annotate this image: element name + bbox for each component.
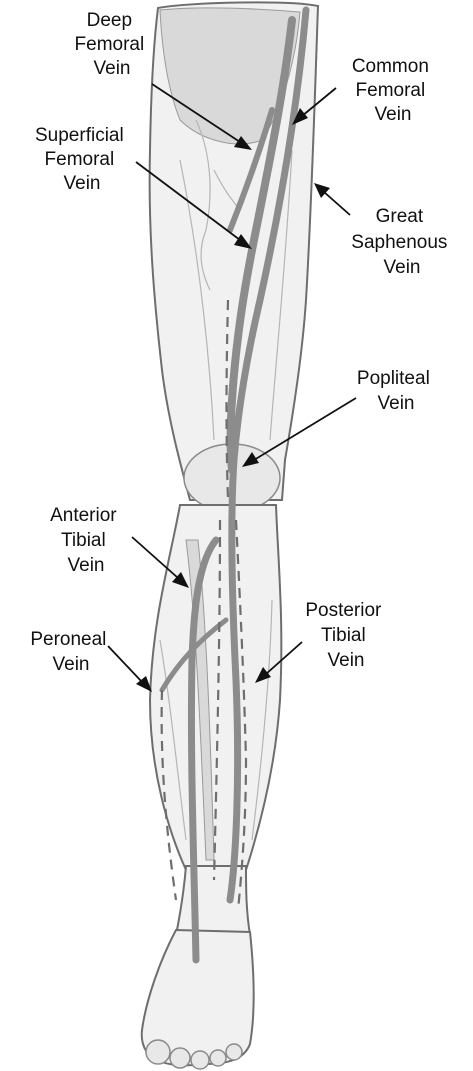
- label-peroneal-vein: Peroneal Vein: [30, 629, 111, 675]
- label-popliteal-vein: Popliteal Vein: [357, 368, 435, 414]
- label-great-saphenous-vein: Great Saphenous Vein: [351, 206, 452, 278]
- label-superficial-femoral-vein: Superficial Femoral Vein: [35, 125, 129, 194]
- label-common-femoral-vein: Common Femoral Vein: [352, 56, 434, 125]
- label-anterior-tibial-vein: Anterior Tibial Vein: [50, 505, 122, 576]
- label-deep-femoral-vein: Deep Femoral Vein: [75, 10, 150, 79]
- label-posterior-tibial-vein: Posterior Tibial Vein: [305, 600, 386, 671]
